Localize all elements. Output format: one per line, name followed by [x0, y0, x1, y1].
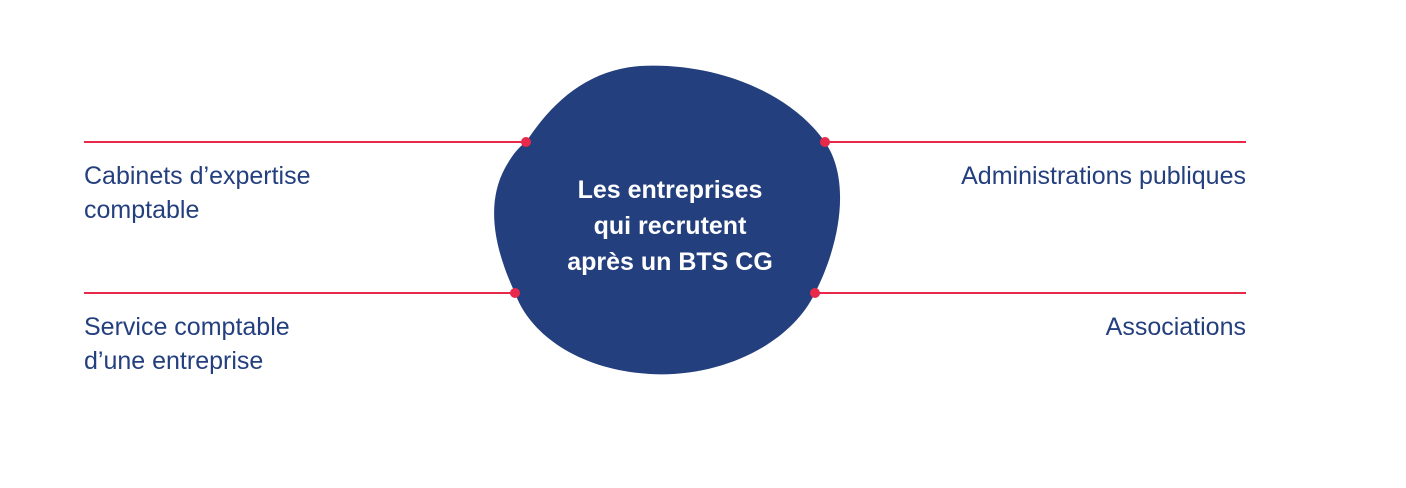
connector-dot-bottom-left: [510, 288, 520, 298]
center-title-line-2: qui recrutent: [593, 212, 747, 240]
center-title-line-3: après un BTS CG: [567, 248, 773, 276]
branch-label-top-left-line-2: comptable: [84, 196, 200, 224]
branch-label-top-right-line-1: Administrations publiques: [961, 162, 1246, 190]
branch-label-bottom-right: Associations: [1106, 310, 1246, 344]
connector-dot-top-right: [820, 137, 830, 147]
branch-label-top-left: Cabinets d’expertise comptable: [84, 159, 311, 227]
branch-label-bottom-left-line-1: Service comptable: [84, 313, 290, 341]
center-blob: [494, 65, 841, 375]
branch-label-bottom-left-line-2: d’une entreprise: [84, 347, 264, 375]
center-title: Les entreprises qui recrutent après un B…: [540, 172, 800, 280]
center-title-line-1: Les entreprises: [577, 176, 763, 204]
branch-label-bottom-right-line-1: Associations: [1105, 313, 1246, 341]
branch-label-top-left-line-1: Cabinets d’expertise: [84, 162, 311, 190]
branch-label-bottom-left: Service comptable d’une entreprise: [84, 310, 290, 378]
connector-dot-bottom-right: [810, 288, 820, 298]
branch-label-top-right: Administrations publiques: [961, 159, 1246, 193]
connector-dot-top-left: [521, 137, 531, 147]
